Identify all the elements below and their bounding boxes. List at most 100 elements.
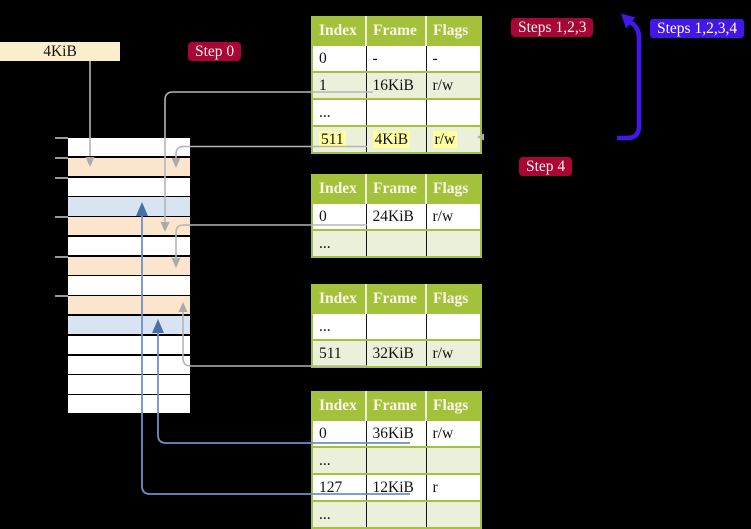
column-header: Frame (365, 392, 426, 420)
column-header: Flags (425, 392, 481, 420)
step4-label: Step 4 (519, 157, 573, 176)
memory-frame-row-6 (68, 256, 190, 275)
cell-frame (365, 446, 426, 474)
cell-flags: r/w (425, 202, 481, 230)
address-tick (55, 216, 68, 218)
column-header: Frame (365, 285, 426, 313)
column-header: Index (312, 17, 366, 45)
cell-flags (425, 98, 481, 126)
table-row: 511 32KiB r/w (312, 339, 481, 367)
cell-flags (425, 446, 481, 474)
highlighted-index: 511 (319, 130, 346, 148)
cell-flags (425, 229, 481, 257)
cell-index: 0 (312, 44, 366, 72)
page-table-1: Index Frame Flags 0 - - 1 16KiB r/w ... … (311, 16, 482, 154)
table-header-row: Index Frame Flags (312, 285, 481, 313)
memory-frame-row-1 (68, 157, 190, 176)
step0-label: Step 0 (188, 42, 242, 61)
recursive-loop-arrowhead (621, 13, 636, 29)
column-header: Frame (365, 17, 426, 45)
cell-frame: 16KiB (365, 71, 426, 99)
table-row: ... (312, 312, 481, 340)
table-header-row: Index Frame Flags (312, 392, 481, 420)
memory-frame-row-10 (68, 335, 190, 354)
page-table-4: Index Frame Flags 0 36KiB r/w ... 127 12… (311, 391, 482, 529)
memory-frame-row-8 (68, 296, 190, 315)
memory-frame-row-9 (68, 316, 190, 335)
recursive-loop-arrow (617, 13, 642, 141)
table-row: 0 36KiB r/w (312, 419, 481, 447)
table-row: ... (312, 98, 481, 126)
cell-flags: r/w (425, 71, 481, 99)
cell-frame (365, 98, 426, 126)
memory-frame-row-0 (68, 138, 190, 157)
table-row: 0 - - (312, 44, 481, 72)
cell-index: 127 (312, 473, 366, 501)
cell-index: 0 (312, 419, 366, 447)
memory-frame-row-11 (68, 355, 190, 374)
column-header: Flags (425, 175, 481, 203)
recursive-loop-path (617, 20, 642, 141)
table-header-row: Index Frame Flags (312, 17, 481, 45)
table-row: 1 16KiB r/w (312, 71, 481, 99)
cell-flags: - (425, 44, 481, 72)
memory-frame-row-13 (68, 395, 190, 414)
cell-frame (365, 500, 426, 528)
table-row: ... (312, 229, 481, 257)
table-row: 0 24KiB r/w (312, 202, 481, 230)
cell-frame: 24KiB (365, 202, 426, 230)
column-header: Frame (365, 175, 426, 203)
cell-flags: r/w (425, 125, 481, 153)
column-header: Index (312, 175, 366, 203)
table-row: ... (312, 446, 481, 474)
cell-flags: r/w (425, 419, 481, 447)
cell-index: ... (312, 500, 366, 528)
column-header: Index (312, 285, 366, 313)
cell-index: 0 (312, 202, 366, 230)
column-header: Flags (425, 285, 481, 313)
cell-index: 511 (312, 125, 366, 153)
cell-index: ... (312, 446, 366, 474)
highlighted-frame: 4KiB (372, 130, 411, 148)
cell-index: ... (312, 98, 366, 126)
steps1234-label: Steps 1,2,3,4 (650, 19, 745, 38)
cell-frame: 12KiB (365, 473, 426, 501)
cell-frame (365, 229, 426, 257)
page-table-3: Index Frame Flags ... 511 32KiB r/w (311, 284, 482, 368)
cell-index: 511 (312, 339, 366, 367)
memory-stack (68, 138, 190, 414)
memory-frame-row-5 (68, 236, 190, 256)
memory-frame-row-7 (68, 276, 190, 295)
table-row: 127 12KiB r (312, 473, 481, 501)
cell-flags (425, 500, 481, 528)
cell-index: ... (312, 229, 366, 257)
highlighted-flags: r/w (432, 130, 458, 148)
cell-frame: 36KiB (365, 419, 426, 447)
frame-address-label: 4KiB (0, 42, 120, 61)
table-row-recursive-entry: 511 4KiB r/w (312, 125, 481, 153)
table-row: ... (312, 500, 481, 528)
address-tick (55, 157, 68, 159)
cell-frame: 4KiB (365, 125, 426, 153)
cell-index: 1 (312, 71, 366, 99)
address-tick (55, 177, 68, 179)
cell-flags (425, 312, 481, 340)
memory-frame-row-3 (68, 197, 190, 216)
cell-frame: - (365, 44, 426, 72)
table-header-row: Index Frame Flags (312, 175, 481, 203)
steps123-label: Steps 1,2,3 (511, 18, 594, 37)
memory-frame-row-4 (68, 217, 190, 236)
address-tick (55, 295, 68, 297)
cell-flags: r (425, 473, 481, 501)
address-tick (55, 137, 68, 139)
cell-index: ... (312, 312, 366, 340)
cell-flags: r/w (425, 339, 481, 367)
cell-frame: 32KiB (365, 339, 426, 367)
memory-frame-row-12 (68, 375, 190, 394)
memory-frame-row-2 (68, 177, 190, 196)
column-header: Index (312, 392, 366, 420)
page-table-2: Index Frame Flags 0 24KiB r/w ... (311, 174, 482, 258)
cell-frame (365, 312, 426, 340)
address-tick (55, 256, 68, 258)
